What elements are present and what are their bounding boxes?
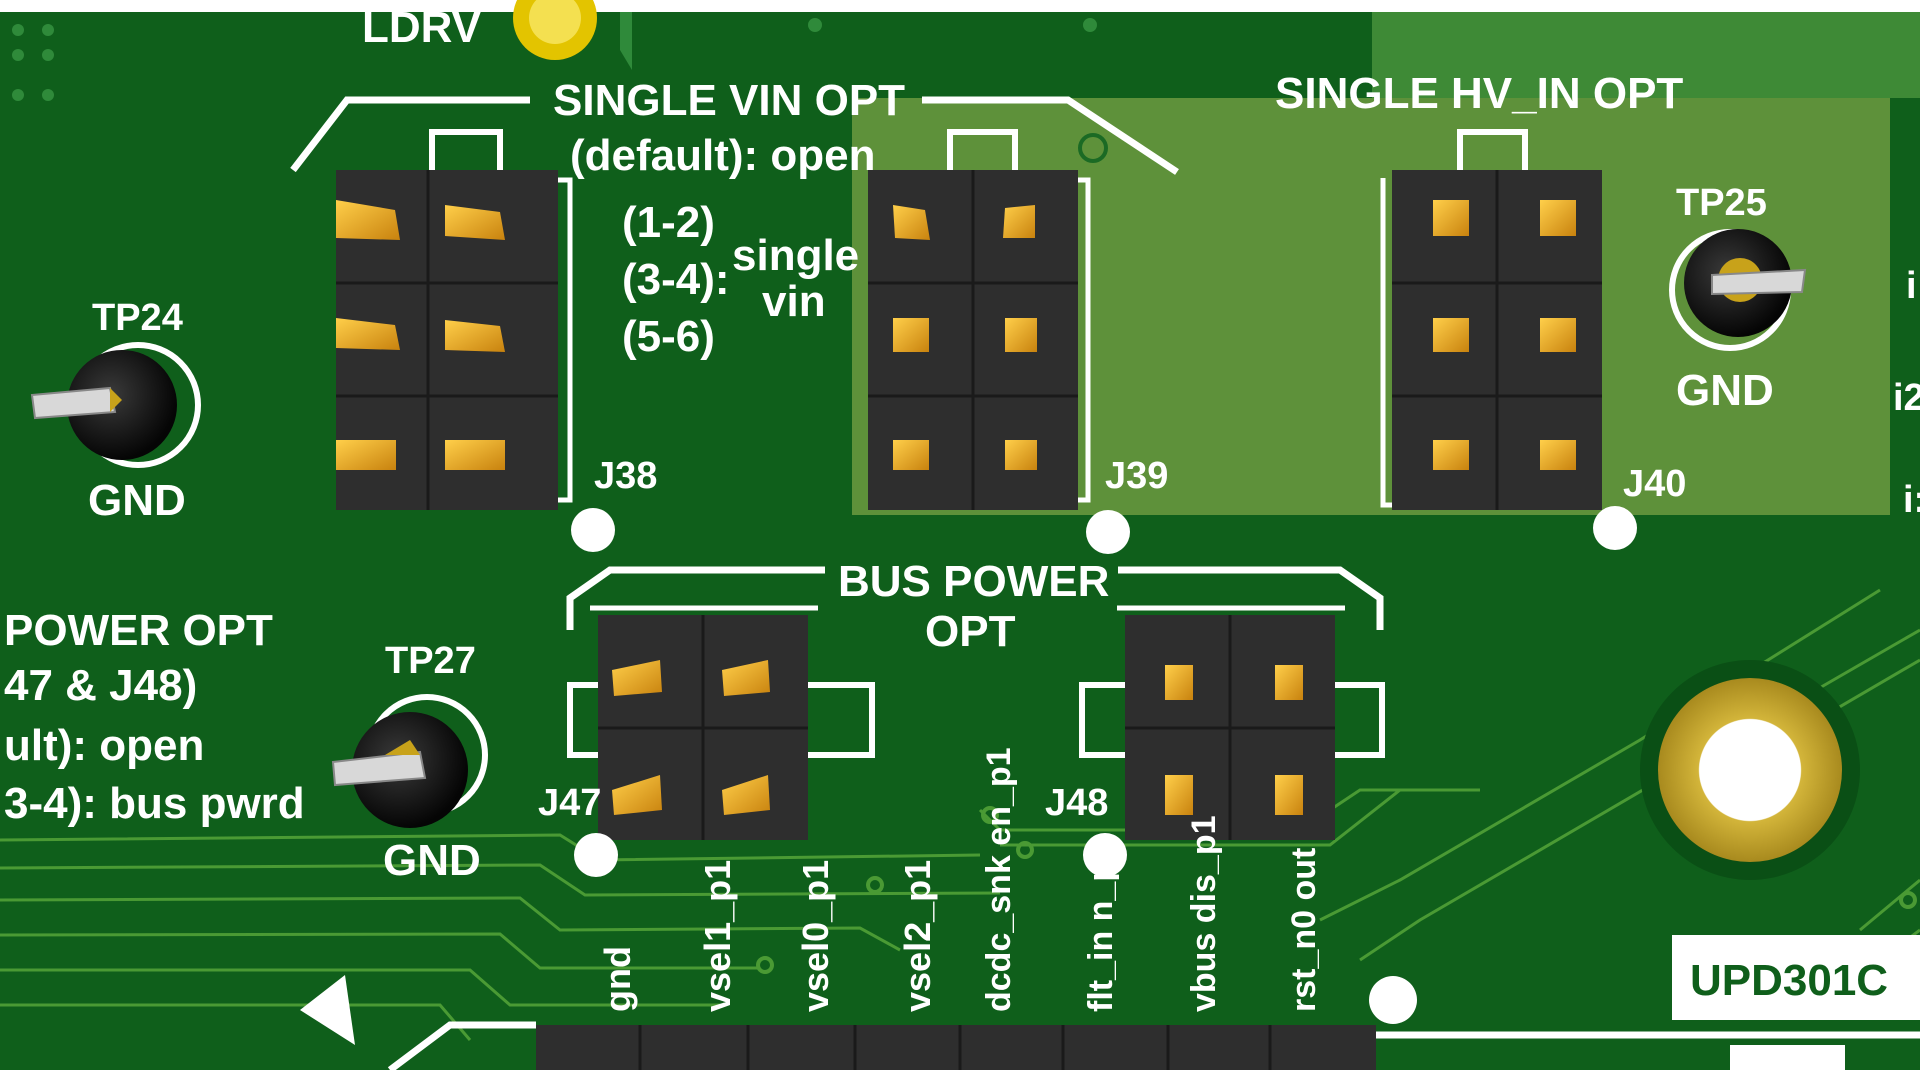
power-opt-line-4: 3-4): bus pwrd [4, 779, 305, 828]
tp24-gnd-label: GND [88, 476, 186, 525]
bus-power-subtitle: OPT [925, 607, 1016, 656]
j38-j39-outline [290, 96, 1179, 175]
j40-label: J40 [1623, 463, 1686, 505]
j48-pin1-marker [1083, 833, 1127, 877]
j39-label: J39 [1105, 455, 1168, 497]
single-vin-default: (default): open [570, 131, 876, 180]
bus-power-title: BUS POWER [838, 557, 1109, 606]
chip-label-box [1672, 935, 1920, 1020]
chip-label: UPD301C [1690, 956, 1888, 1005]
single-vin-range-3: (5-6) [622, 312, 715, 361]
single-vin-desc-2: vin [762, 277, 826, 326]
single-vin-title: SINGLE VIN OPT [553, 76, 905, 125]
tp25-label: TP25 [1676, 182, 1767, 224]
ldrv-trace [620, 12, 632, 70]
j38-pin1-marker [571, 508, 615, 552]
edge-label-3: i: [1903, 479, 1920, 521]
tp24-label: TP24 [92, 297, 183, 339]
single-vin-desc-1: single [732, 231, 859, 280]
j40-pin1-marker [1593, 506, 1637, 550]
ldrv-label: LDRV [362, 3, 482, 52]
signal-vsel2: vsel2_p1 [897, 860, 938, 1012]
signal-vsel0: vsel0_p1 [795, 860, 836, 1012]
hv-outline [1380, 178, 1395, 508]
signal-dcdc-snk: dcdc_snk en_p1 [980, 747, 1018, 1012]
power-opt-line-1: POWER OPT [4, 606, 273, 655]
signal-flt-in: flt_in n_p1 [1082, 842, 1120, 1012]
dark-gap [1890, 98, 1920, 518]
ldrv-pad-inner [529, 0, 581, 44]
edge-label-1: i [1906, 265, 1917, 307]
tp24-testpoint [30, 342, 201, 468]
j38-header [336, 129, 573, 510]
single-vin-range-1: (1-2) [622, 198, 715, 247]
via-dots [12, 18, 1097, 101]
signal-labels: gnd vsel1_p1 vsel0_p1 vsel2_p1 dcdc_snk … [597, 747, 1323, 1012]
bottom-frame [0, 1070, 1920, 1080]
bus-power-outline [566, 566, 1384, 630]
copper-pour-top [1372, 12, 1920, 98]
tp27-label: TP27 [385, 640, 476, 682]
power-opt-line-3: ult): open [4, 721, 204, 770]
trace-vias [756, 806, 1917, 974]
signal-vbus-dis: vbus dis_p1 [1185, 815, 1223, 1012]
fiducial-ring [1078, 133, 1108, 163]
single-vin-range-2: (3-4): [622, 255, 730, 304]
signal-vsel1: vsel1_p1 [697, 860, 738, 1012]
copper-pour-region [852, 98, 1900, 515]
tp27-gnd-label: GND [383, 836, 481, 885]
j40-header [1392, 129, 1602, 510]
j47-label: J47 [538, 782, 601, 824]
tp25-gnd-label: GND [1676, 366, 1774, 415]
pin1-arrow-icon [300, 975, 355, 1045]
single-hv-title: SINGLE HV_IN OPT [1275, 69, 1683, 118]
j38-label: J38 [594, 455, 657, 497]
connector-pin1-marker [1369, 976, 1417, 1024]
tp25-testpoint [1669, 229, 1807, 351]
j47-pin1-marker [574, 833, 618, 877]
tp27-testpoint [331, 694, 488, 828]
j39-pin1-marker [1086, 510, 1130, 554]
power-opt-line-2: 47 & J48) [4, 661, 197, 710]
j48-label: J48 [1045, 782, 1108, 824]
j39-header [868, 129, 1091, 510]
j47-header [567, 605, 875, 840]
bottom-connector [387, 1021, 1920, 1073]
mounting-hole-ring [1658, 678, 1842, 862]
signal-gnd: gnd [597, 946, 638, 1012]
j48-header [1079, 605, 1385, 840]
signal-rst-n0: rst_n0 out [1285, 848, 1323, 1012]
edge-label-2: i2 [1893, 377, 1920, 419]
top-frame [0, 0, 1920, 12]
